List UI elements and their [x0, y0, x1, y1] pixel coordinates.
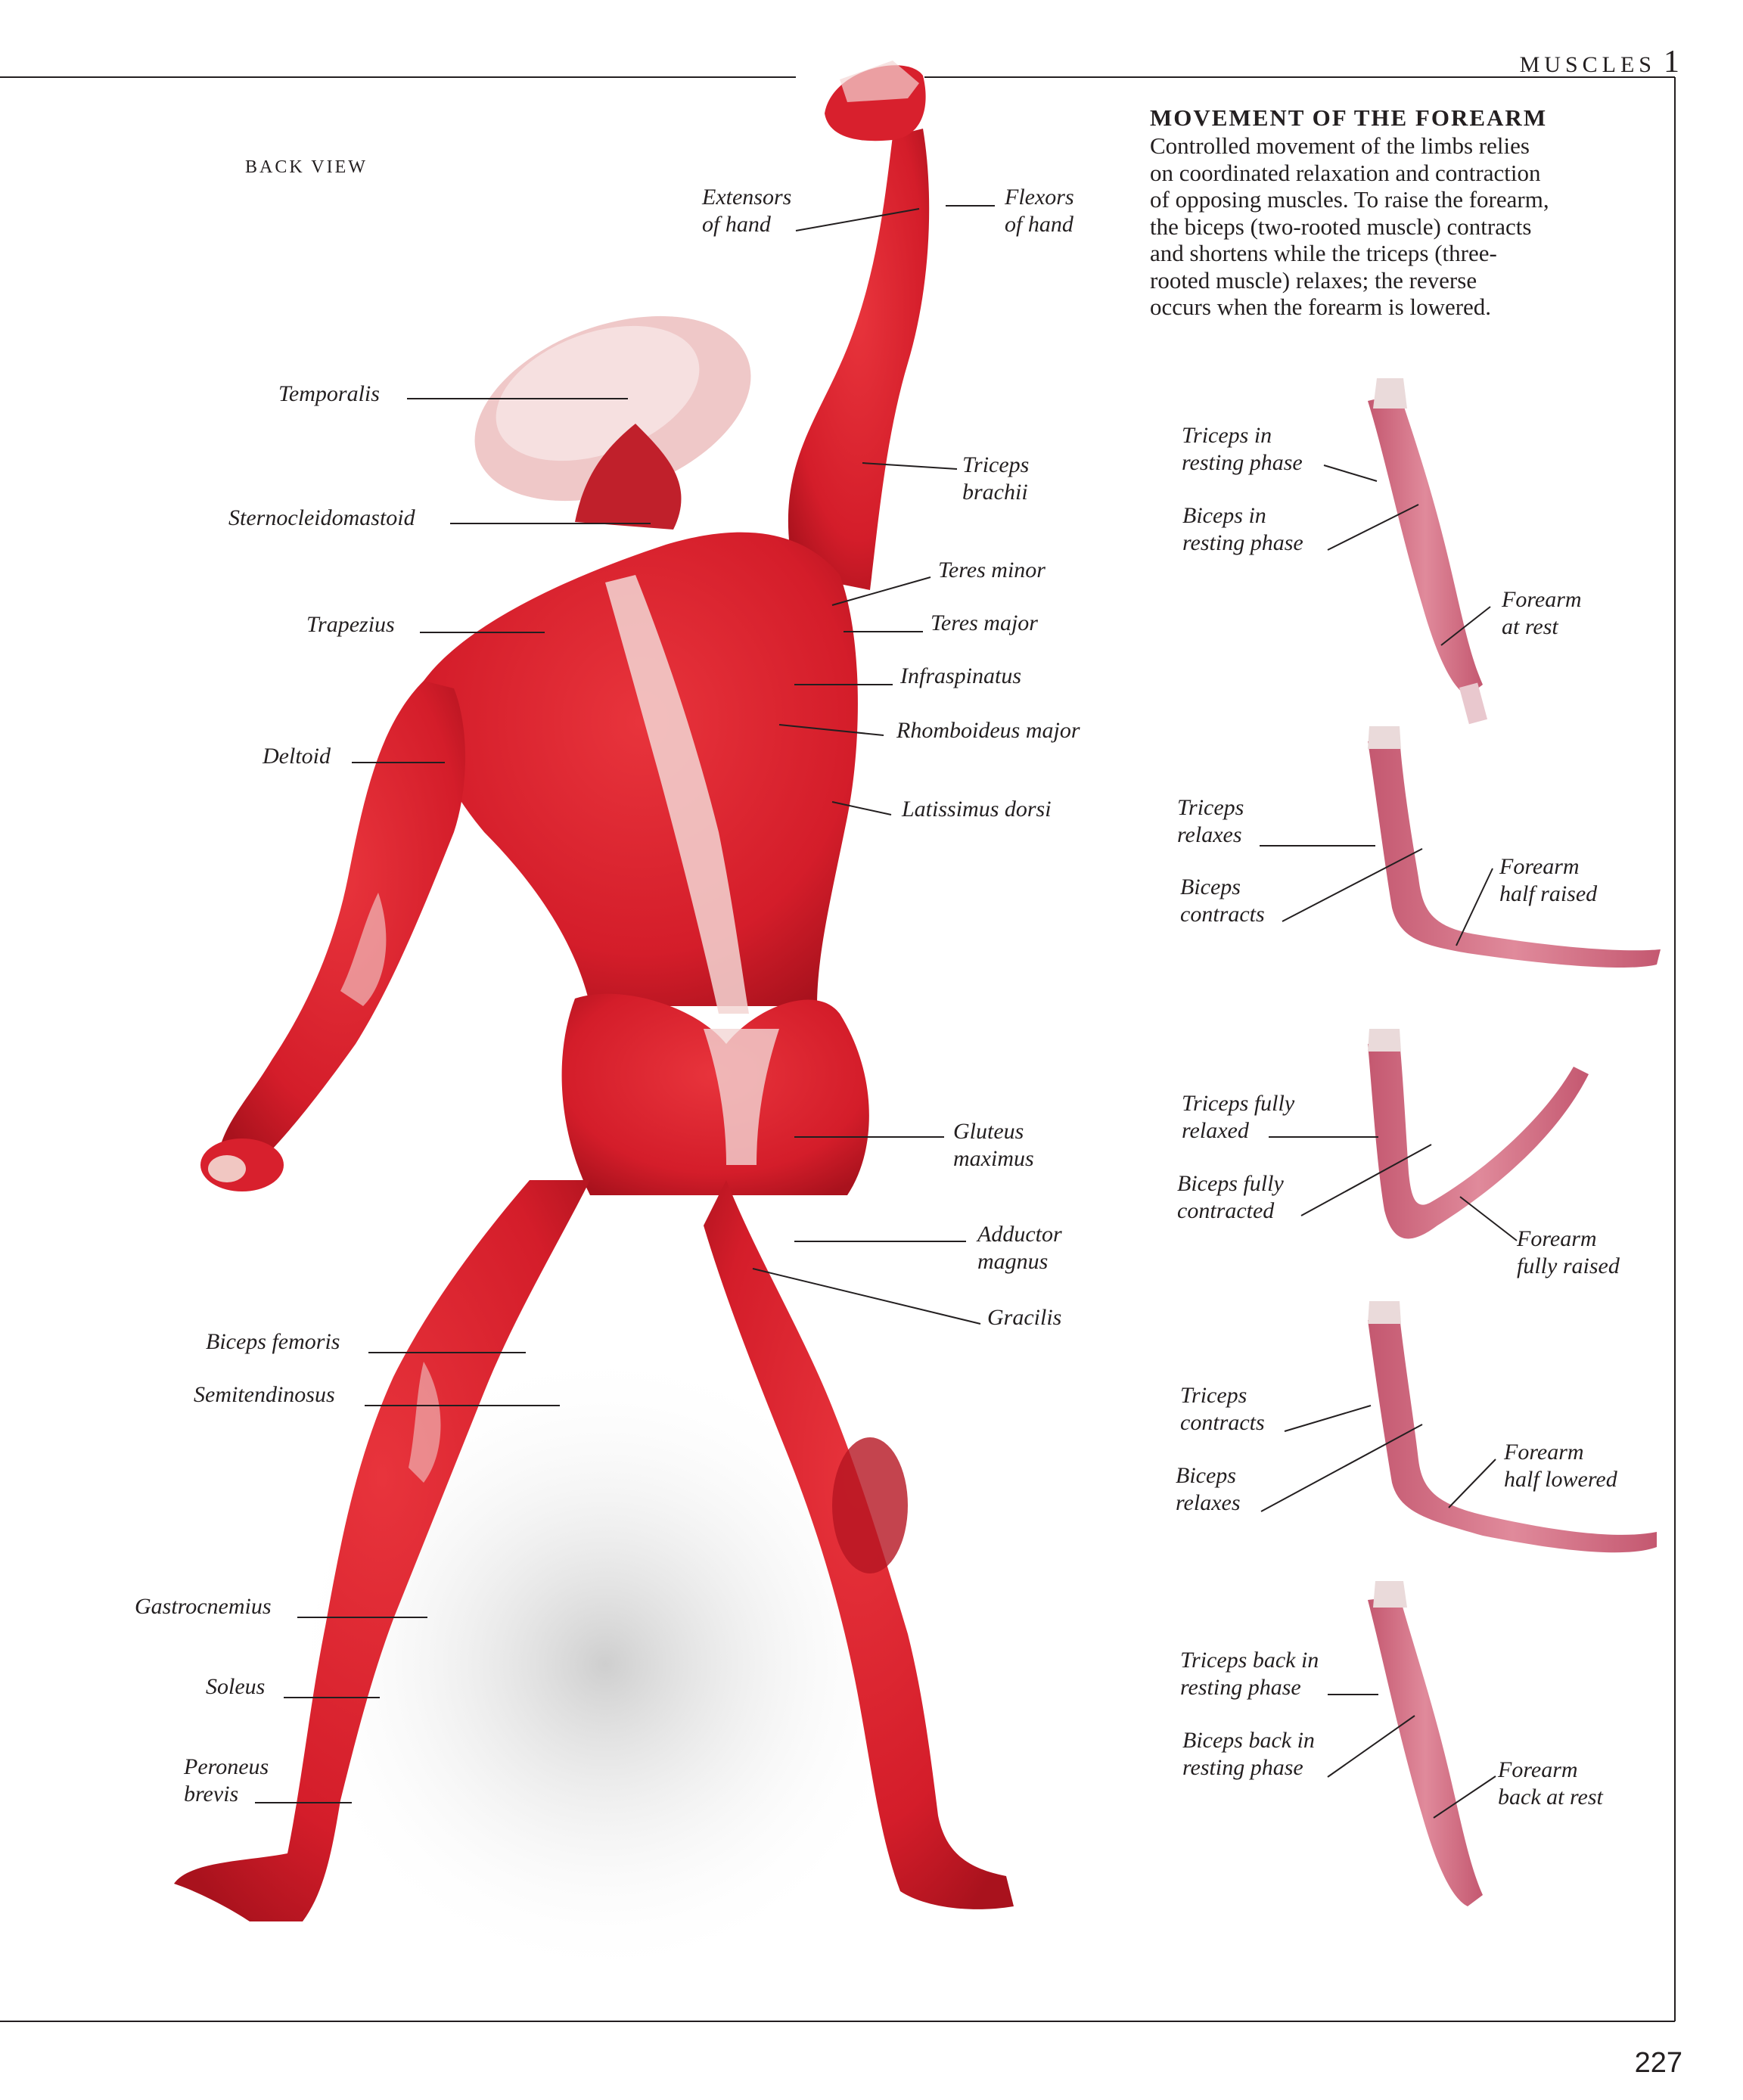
sidebar-line: rooted muscle) relaxes; the reverse: [1150, 266, 1477, 294]
running-head: MUSCLES 1: [1520, 44, 1679, 80]
forearm-leader-lines: [1260, 464, 1518, 1819]
label-gastrocnemius: Gastrocnemius: [135, 1594, 272, 1619]
arm-fully-raised: [1368, 1029, 1589, 1239]
leader-lines: [255, 205, 995, 1803]
page-rules: [0, 76, 1676, 2022]
sidebar-line: of opposing muscles. To raise the forear…: [1150, 186, 1549, 213]
label-gracilis: Gracilis: [987, 1305, 1062, 1330]
floor-shadow: [287, 1347, 923, 1982]
label-deltoid: Deltoid: [263, 744, 331, 769]
arm-rest-1: [1368, 378, 1488, 725]
sidebar-line: on coordinated relaxation and contractio…: [1150, 159, 1541, 186]
view-label: BACK VIEW: [245, 157, 368, 177]
label-sternocleidomastoid: Sternocleidomastoid: [228, 505, 415, 530]
sidebar-line: and shortens while the triceps (three-: [1150, 240, 1497, 266]
arm-half-raised: [1368, 726, 1661, 968]
label-teres-major: Teres major: [931, 610, 1038, 635]
label-soleus: Soleus: [206, 1674, 266, 1699]
label-infraspinatus: Infraspinatus: [900, 663, 1022, 688]
label-temporalis: Temporalis: [278, 381, 380, 406]
arm-half-lowered: [1368, 1301, 1657, 1553]
arm-rest-2: [1368, 1581, 1483, 1906]
label-biceps-femoris: Biceps femoris: [206, 1329, 340, 1354]
label-teres-minor: Teres minor: [938, 558, 1045, 582]
label-rhomboideus-major: Rhomboideus major: [896, 718, 1080, 743]
label-semitendinosus: Semitendinosus: [194, 1382, 335, 1407]
sidebar-line: Controlled movement of the limbs relies: [1150, 132, 1530, 159]
sidebar-line: the biceps (two-rooted muscle) contracts: [1150, 213, 1532, 240]
sidebar-line: occurs when the forearm is lowered.: [1150, 294, 1492, 320]
page-number: 227: [1634, 2047, 1682, 2079]
muscle-figure: [174, 61, 1014, 1921]
label-latissimus-dorsi: Latissimus dorsi: [902, 797, 1052, 822]
running-head-title: MUSCLES: [1519, 52, 1656, 77]
chapter-number: 1: [1664, 45, 1679, 79]
sidebar-title: MOVEMENT OF THE FOREARM: [1150, 104, 1548, 131]
label-trapezius: Trapezius: [306, 612, 395, 637]
sidebar-body: Controlled movement of the limbs relies …: [1150, 132, 1619, 321]
forearm-panels: [1368, 378, 1661, 1906]
